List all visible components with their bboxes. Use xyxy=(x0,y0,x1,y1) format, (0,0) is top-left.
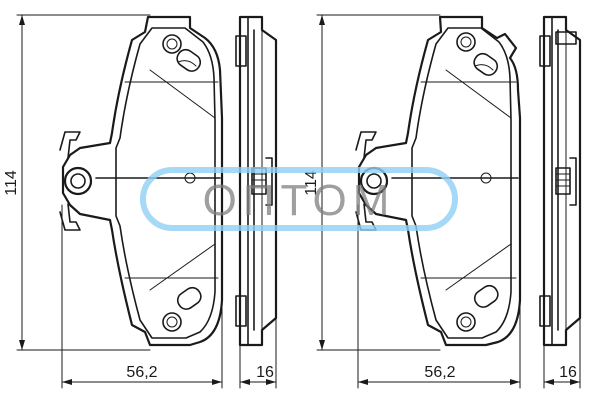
brake-pad-front-view-right xyxy=(355,15,522,347)
width-dimension-label-left: 56,2 xyxy=(126,364,157,381)
thickness-dimension-right: 16 xyxy=(543,317,581,389)
height-dimension-label-left: 114 xyxy=(3,170,20,196)
brake-pad-side-view-right xyxy=(539,15,582,347)
height-dimension-label-right: 114 xyxy=(303,170,320,196)
thickness-dimension-left: 16 xyxy=(239,317,277,389)
drawing-set-right: 114 xyxy=(303,14,582,389)
thickness-dimension-label-left: 16 xyxy=(256,364,274,381)
width-dimension-left: 56,2 xyxy=(61,204,223,389)
width-dimension-right: 56,2 xyxy=(357,204,521,389)
thickness-dimension-label-right: 16 xyxy=(559,364,577,381)
height-dimension-right: 114 xyxy=(303,14,441,351)
watermark-text: OПTOM xyxy=(203,176,396,225)
width-dimension-label-right: 56,2 xyxy=(424,364,455,381)
brake-pad-front-view-left xyxy=(59,15,224,347)
watermark: OПTOM xyxy=(140,167,458,231)
drawing-set-left: 114 xyxy=(3,14,278,389)
height-dimension-left: 114 xyxy=(3,14,151,351)
